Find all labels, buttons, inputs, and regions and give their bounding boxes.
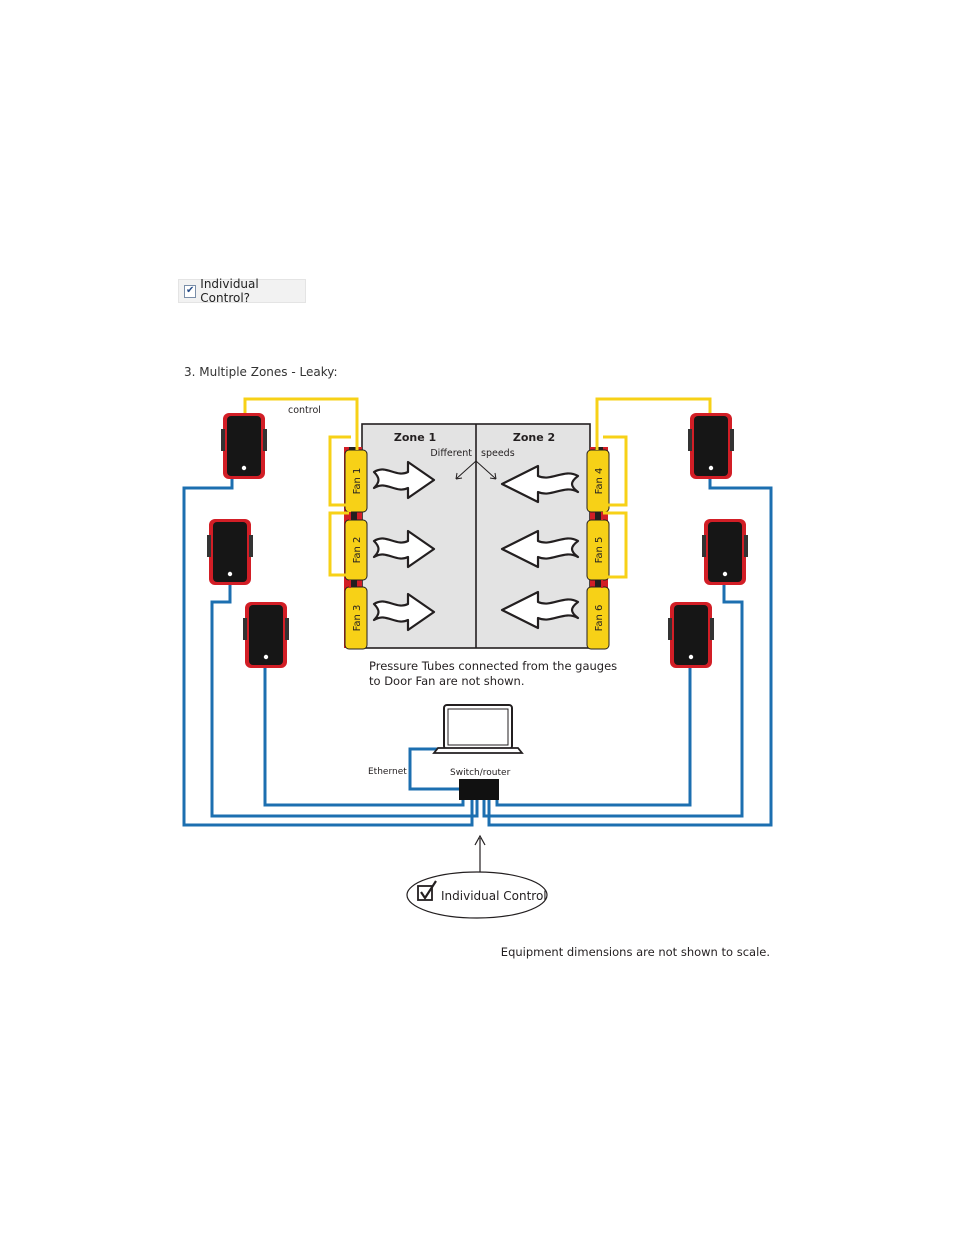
gauge-right-1: [688, 413, 734, 479]
switch-label: Switch/router: [450, 768, 511, 778]
checkbox-check-icon[interactable]: ✔: [184, 284, 197, 298]
switch-router-icon: [459, 779, 499, 800]
gauge-left-2: [207, 519, 253, 585]
laptop-icon: [432, 704, 524, 754]
fan-2-loop: [328, 511, 351, 577]
cable-laptop: [408, 747, 460, 791]
fan-4-label: Fan 4: [594, 468, 605, 495]
fan-4: Fan 4: [586, 449, 610, 513]
zone-1-label: Zone 1: [394, 431, 436, 444]
ellipse-check-icon: [420, 880, 437, 901]
gauge-left-1: [221, 413, 267, 479]
gauge-right-2: [702, 519, 748, 585]
cable-gauge-right-2: [482, 583, 744, 818]
cable-gauge-right-3: [495, 666, 692, 807]
fan-6-label: Fan 6: [594, 605, 605, 632]
fan-5-loop: [603, 511, 628, 579]
fan-2-label: Fan 2: [352, 537, 363, 564]
individual-control-label: Individual Control: [441, 889, 547, 903]
ethernet-cables: [182, 478, 773, 827]
cable-gauge-left-1: [182, 478, 474, 827]
fan-jumper-cables: [349, 512, 603, 588]
fan-5-label: Fan 5: [594, 537, 605, 564]
different-label: Different: [430, 448, 472, 459]
control-cable-right: [595, 397, 712, 450]
individual-control-checkbox[interactable]: ✔ Individual Control?: [178, 277, 306, 305]
fan-5: Fan 5: [586, 519, 610, 581]
speeds-label: speeds: [481, 448, 515, 459]
section-heading: 3. Multiple Zones - Leaky:: [184, 365, 338, 379]
ellipse-checkbox-icon: [417, 885, 433, 901]
control-pointer-arrowhead: [474, 834, 486, 846]
checkbox-label: Individual Control?: [200, 277, 259, 305]
control-cables: [243, 397, 712, 579]
control-cable-left: [243, 397, 359, 450]
zone-2-label: Zone 2: [513, 431, 555, 444]
fan-1-loop: [328, 435, 351, 507]
ethernet-label: Ethernet: [368, 767, 407, 777]
fan-3-label: Fan 3: [352, 605, 363, 632]
fan-6: Fan 6: [586, 586, 610, 650]
gauge-left-3: [243, 602, 289, 668]
scale-note: Equipment dimensions are not shown to sc…: [501, 945, 770, 959]
fan-1-label: Fan 1: [352, 468, 363, 495]
fan-3: Fan 3: [344, 586, 368, 650]
cable-gauge-right-1: [487, 478, 773, 827]
speed-arrows: [455, 460, 497, 480]
note-line-1: Pressure Tubes connected from the gauges: [369, 659, 617, 673]
gauge-right-3: [668, 602, 714, 668]
cable-gauge-left-2: [210, 583, 479, 818]
cable-gauge-left-3: [263, 666, 465, 807]
control-label: control: [288, 405, 321, 416]
fan-4-loop: [603, 435, 628, 507]
fan-1: Fan 1: [344, 449, 368, 513]
fan-2: Fan 2: [344, 519, 368, 581]
note-line-2: to Door Fan are not shown.: [369, 674, 524, 688]
individual-control-ellipse: [406, 871, 548, 919]
